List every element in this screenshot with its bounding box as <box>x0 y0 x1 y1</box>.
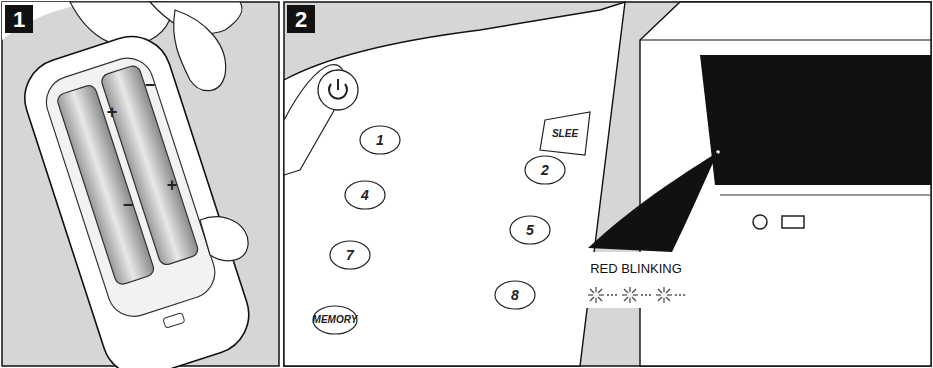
button-label: 2 <box>541 163 549 177</box>
finger <box>174 10 226 91</box>
display-window <box>700 55 931 185</box>
status-label: RED BLINKING <box>590 262 682 275</box>
blink-glow <box>593 292 667 298</box>
polarity-mark: − <box>145 76 156 94</box>
battery-compartment <box>40 51 222 323</box>
remote-key <box>313 306 357 334</box>
headphone-jack <box>753 215 767 229</box>
blink-symbol <box>588 287 672 303</box>
remote-key <box>345 181 385 209</box>
remote-key <box>525 156 565 184</box>
blink-dots <box>607 294 685 296</box>
power-button <box>318 70 358 110</box>
battery <box>100 64 200 267</box>
button-label: 8 <box>511 288 519 302</box>
button-label: 5 <box>526 223 534 237</box>
remote-face <box>284 2 625 366</box>
remote-key <box>510 216 550 244</box>
power-symbol <box>337 79 339 90</box>
callout-number: 2 <box>295 9 307 31</box>
remote-key <box>495 281 535 309</box>
latch <box>163 313 185 329</box>
step-badge <box>287 5 315 33</box>
remote-key <box>330 241 370 269</box>
polarity-mark: + <box>107 103 118 121</box>
button-label: 1 <box>376 133 384 147</box>
step-badge <box>5 5 33 33</box>
device-edge <box>720 195 931 196</box>
panel-frame <box>284 2 931 366</box>
remote-key <box>360 126 400 154</box>
callout-number: 1 <box>13 9 25 31</box>
usb-port <box>782 216 804 228</box>
device-edge <box>640 39 931 40</box>
button-label: 4 <box>361 188 369 202</box>
button-label: 7 <box>346 248 354 262</box>
finger <box>200 217 248 261</box>
polarity-mark: − <box>123 196 134 214</box>
button-label: MEMORY <box>313 315 358 325</box>
callout-area <box>580 252 680 308</box>
button-label: SLEE <box>552 129 578 139</box>
polarity-mark: + <box>167 176 178 194</box>
remote-key <box>540 112 590 155</box>
callout-bubble <box>588 152 718 252</box>
